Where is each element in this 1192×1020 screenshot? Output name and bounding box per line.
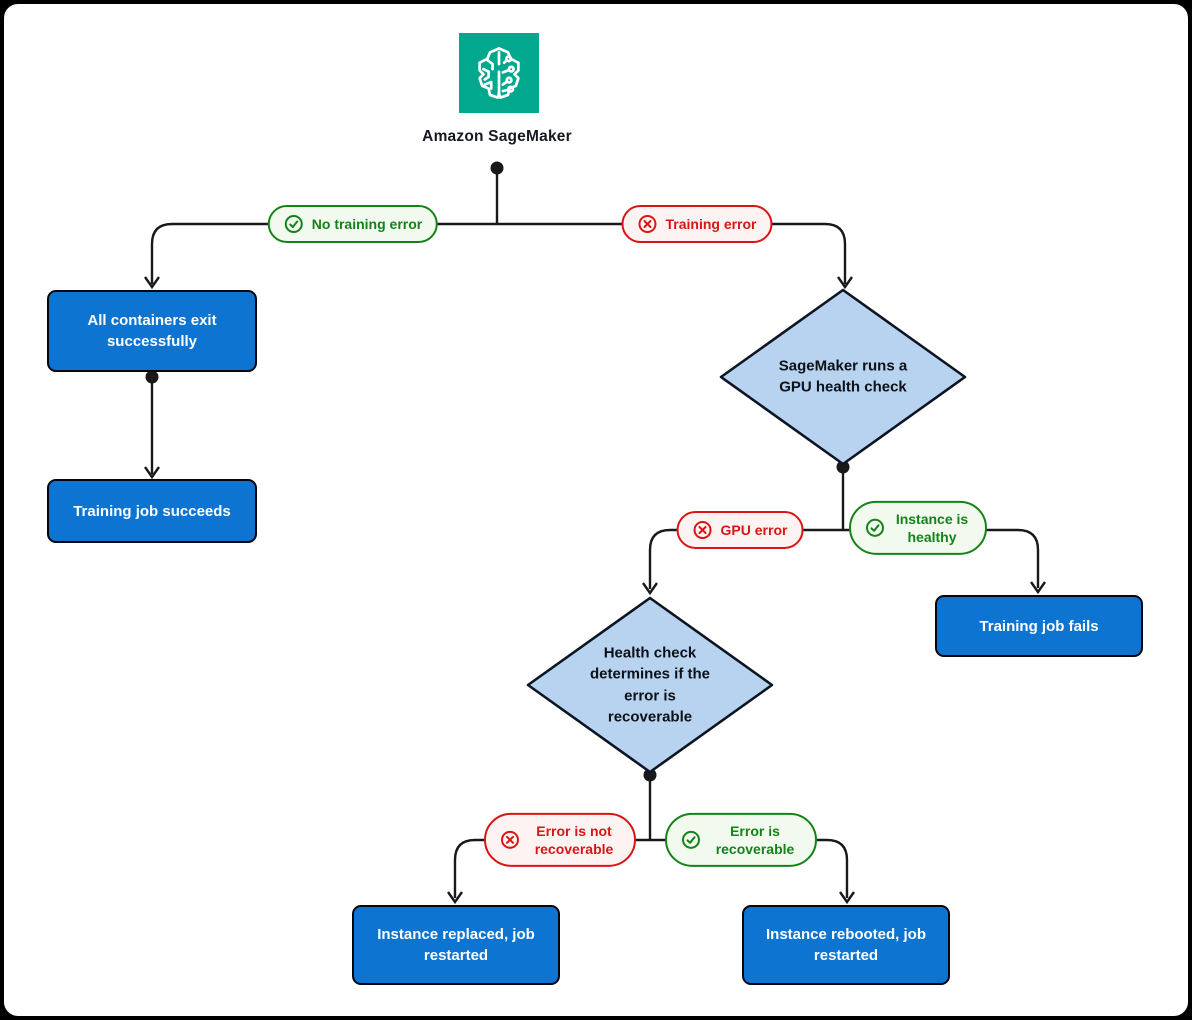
node-training-job-fails: Training job fails: [935, 595, 1143, 657]
edge-label-text: GPU error: [720, 521, 788, 538]
edge-label-error-recoverable: Error is recoverable: [665, 812, 817, 868]
edge-label-no-training-error: No training error: [267, 205, 439, 243]
decision-label-gpu-health-check: SageMaker runs a GPU health check: [778, 357, 908, 396]
edge-label-text: Error is not recoverable: [534, 822, 614, 857]
node-instance-replaced: Instance replaced, job restarted: [352, 905, 560, 985]
edge-label-text: Error is recoverable: [715, 822, 795, 857]
edge-label-text: Instance is healthy: [895, 510, 969, 545]
decision-error-recoverable: [526, 596, 774, 774]
x-circle-icon: [637, 214, 657, 234]
connector-no-error-branch: [150, 222, 497, 284]
check-circle-icon: [865, 518, 885, 538]
sagemaker-brain-glyph: [478, 47, 520, 99]
node-training-job-succeeds: Training job succeeds: [47, 479, 257, 543]
node-label: Training job fails: [979, 617, 1099, 635]
connector-error-branch: [497, 222, 847, 284]
connector-gpu-error-branch: [648, 528, 843, 589]
decision-gpu-health-check: [719, 288, 967, 466]
x-circle-icon: [693, 520, 713, 540]
edge-label-error-not-recoverable: Error is not recoverable: [484, 812, 636, 868]
edge-label-gpu-error: GPU error: [676, 511, 804, 549]
decision-label-error-recoverable: Health check determines if the error is …: [589, 644, 711, 726]
node-label: All containers exit successfully: [87, 312, 217, 350]
arrowheads: [144, 276, 1046, 905]
edge-label-instance-healthy: Instance is healthy: [849, 500, 987, 556]
sagemaker-brain-icon: [459, 33, 539, 113]
edge-label-training-error: Training error: [621, 205, 773, 243]
connector-healthy-branch: [843, 528, 1040, 588]
node-all-containers-exit: All containers exit successfully: [47, 290, 257, 372]
edge-label-text: No training error: [311, 215, 423, 232]
node-label: Instance rebooted, job restarted: [765, 926, 927, 964]
junction-dots: [145, 161, 850, 782]
check-circle-icon: [284, 214, 304, 234]
edge-label-text: Training error: [665, 215, 757, 232]
node-label: Instance replaced, job restarted: [377, 926, 535, 964]
connector-not-recoverable-branch: [453, 838, 650, 898]
connector-recoverable-branch: [650, 838, 849, 898]
node-label: Training job succeeds: [73, 502, 231, 520]
check-circle-icon: [681, 830, 701, 850]
diagram-title: Amazon SageMaker: [422, 128, 572, 145]
x-circle-icon: [500, 830, 520, 850]
node-instance-rebooted: Instance rebooted, job restarted: [742, 905, 950, 985]
